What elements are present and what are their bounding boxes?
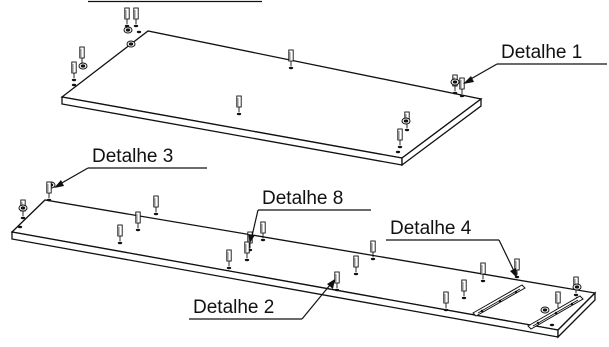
callout-detalhe-8: Detalhe 8 [248,188,371,243]
callout-detalhe-3: Detalhe 3 [54,146,207,188]
callout-label-detalhe-4: Detalhe 4 [390,218,472,239]
callout-detalhe-1: Detalhe 1 [463,42,607,84]
callout-label-detalhe-2: Detalhe 2 [193,297,274,318]
lower-panel [10,199,597,339]
upper-panel [60,30,483,167]
drawer-rails [472,284,584,330]
callout-label-detalhe-1: Detalhe 1 [501,42,582,63]
callout-detalhe-2: Detalhe 2 [189,279,335,320]
callout-label-detalhe-8: Detalhe 8 [262,188,343,209]
callout-label-detalhe-3: Detalhe 3 [92,146,173,167]
callout-detalhe-4: Detalhe 4 [386,218,517,278]
